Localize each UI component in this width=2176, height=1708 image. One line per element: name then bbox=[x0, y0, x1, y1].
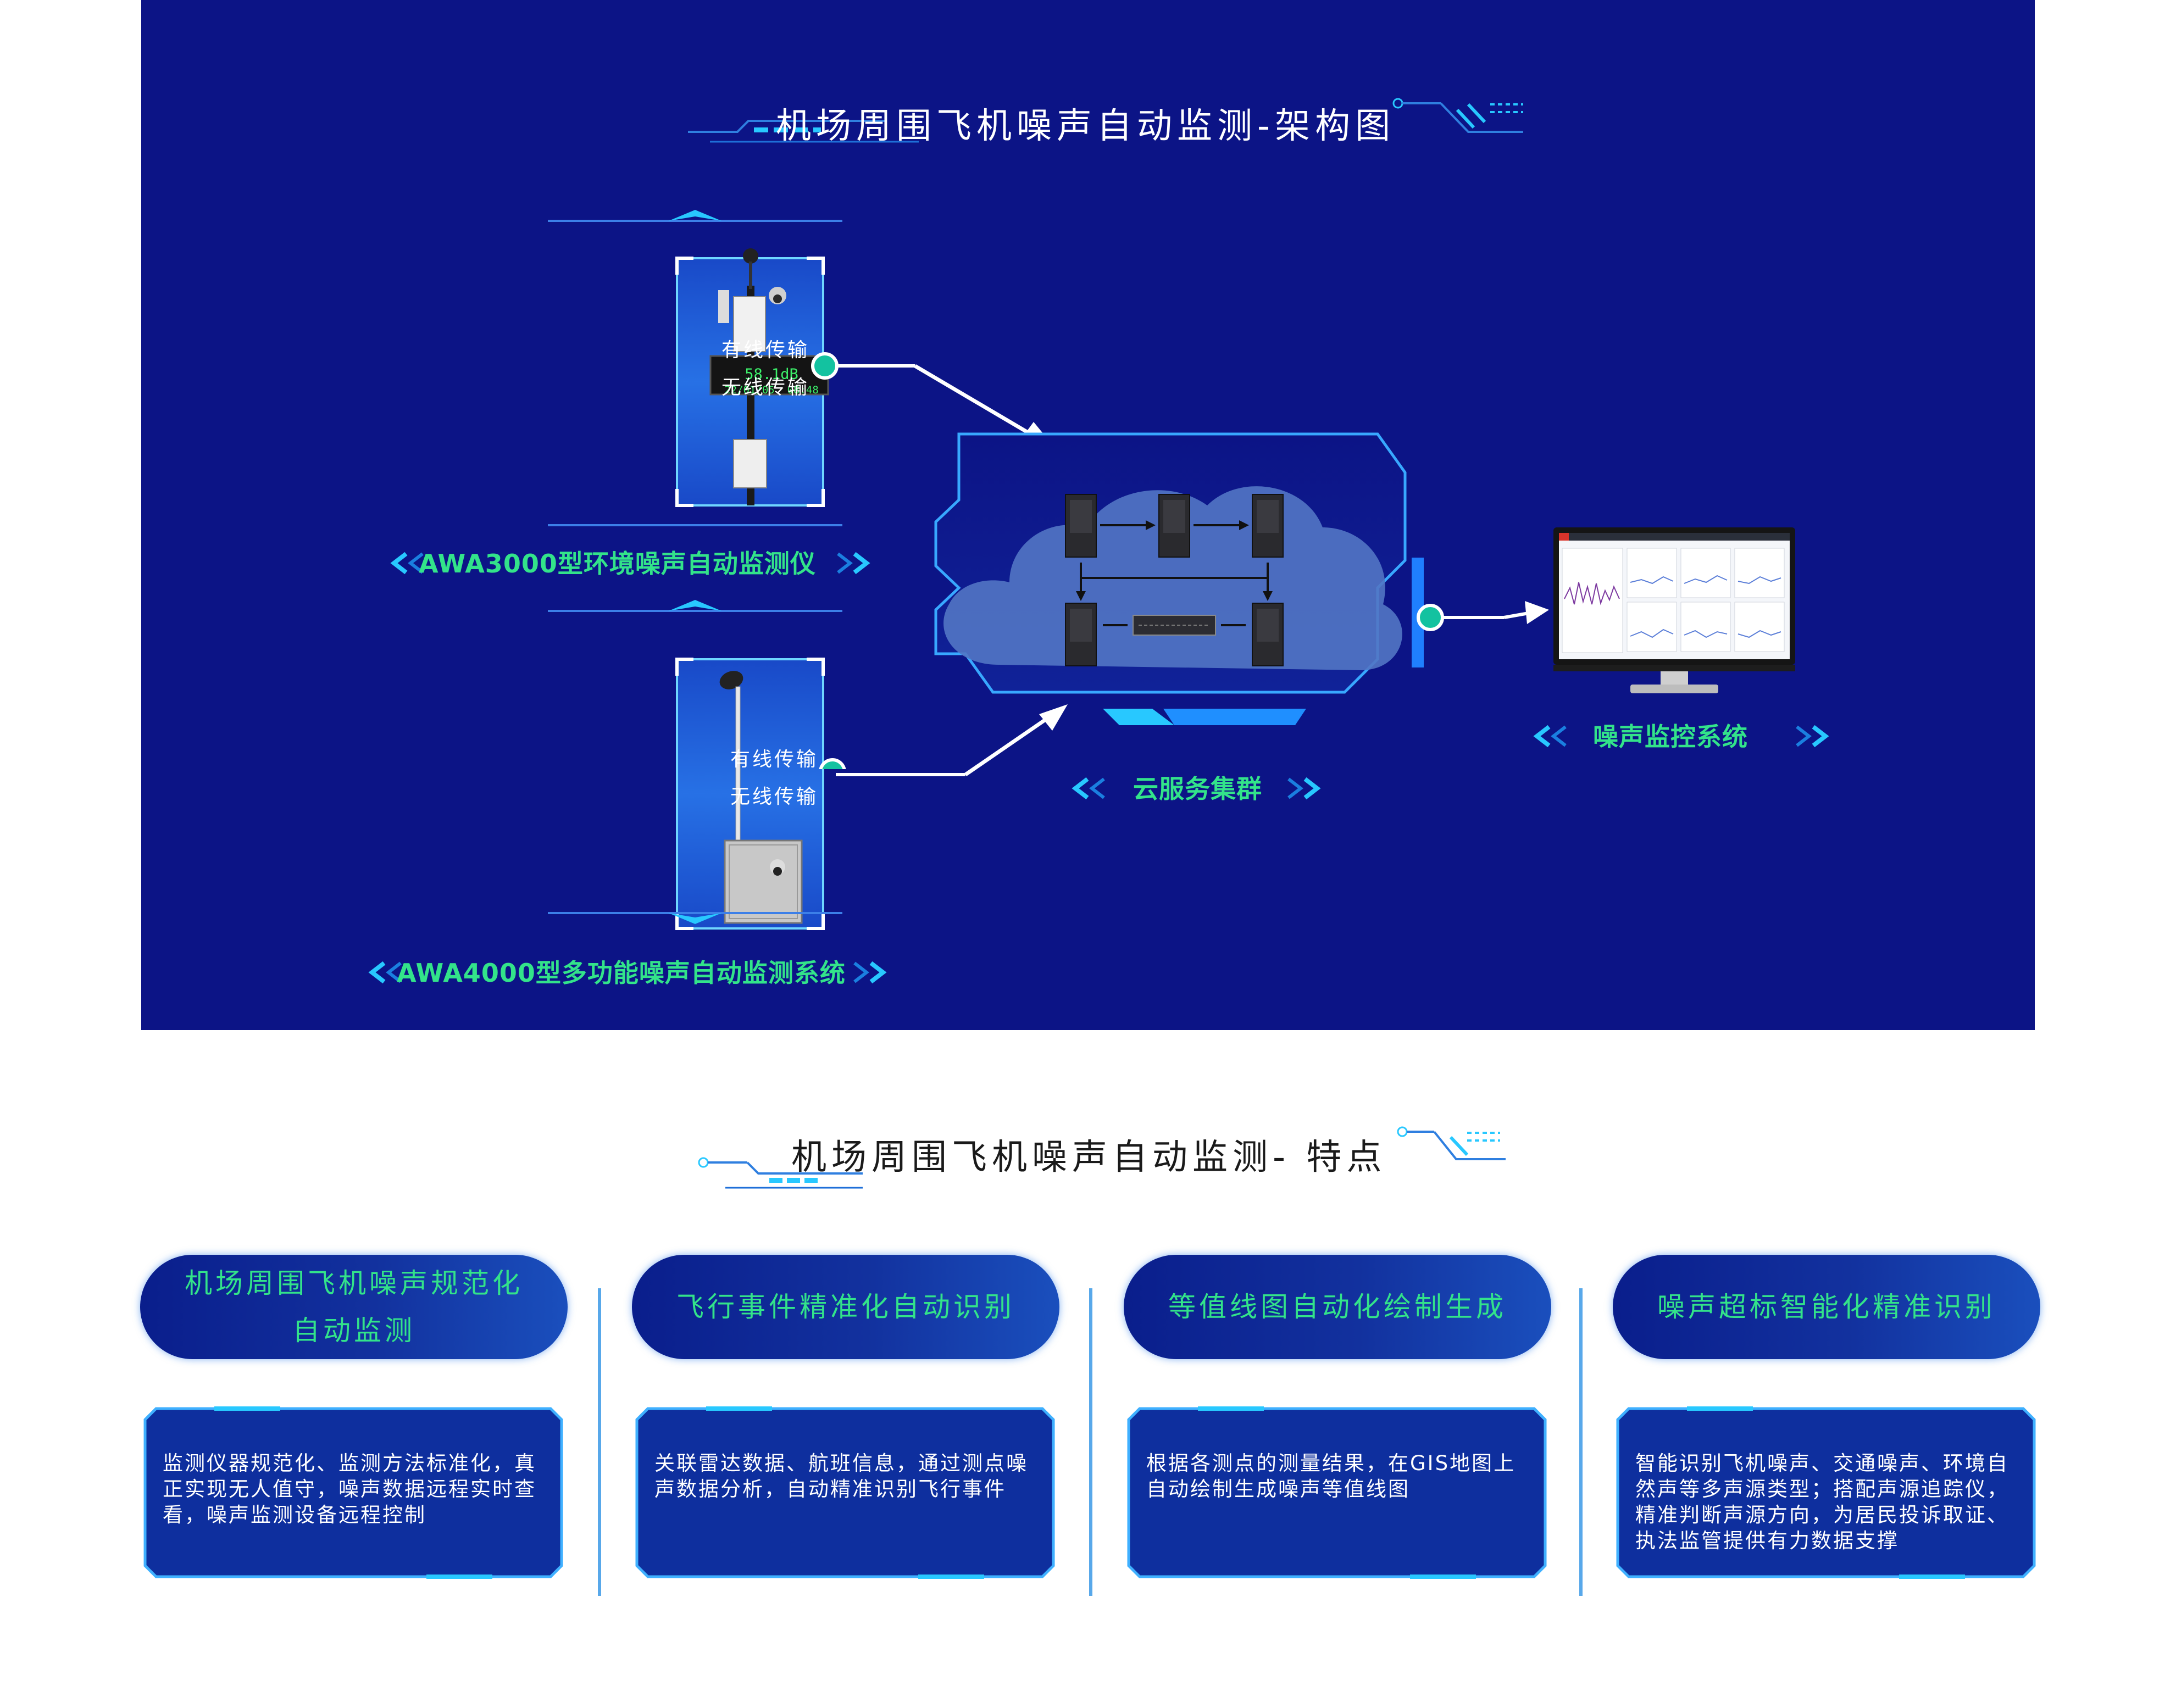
title-circuit-right-decoration bbox=[1392, 98, 1523, 133]
chevron-right-icon bbox=[1796, 725, 1829, 748]
chevron-left-icon bbox=[1533, 725, 1567, 748]
title-circuit-left-decoration bbox=[688, 120, 919, 143]
noise-monitor-screen bbox=[1553, 527, 1795, 693]
awa3000-label: AWA3000型环境噪声自动监测仪 bbox=[419, 549, 816, 578]
card-frame bbox=[1616, 1406, 2036, 1579]
feature-2-description: 关联雷达数据、航班信息，通过测点噪声数据分析，自动精准识别飞行事件 bbox=[654, 1451, 1028, 1501]
architecture-title: 机场周围飞机噪声自动监测-架构图 bbox=[776, 106, 1396, 147]
transmission-arrow-bottom bbox=[836, 704, 1068, 776]
bottom-wired-label: 有线传输 bbox=[730, 748, 819, 771]
features-title-right-decoration bbox=[1397, 1126, 1506, 1160]
feature-4-title-pill: 噪声超标智能化精准识别 bbox=[1613, 1255, 2040, 1359]
column-divider bbox=[598, 1288, 601, 1596]
cloud-server-cluster bbox=[934, 432, 1424, 725]
feature-3-card: 根据各测点的测量结果，在GIS地图上自动绘制生成噪声等值线图 bbox=[1126, 1406, 1547, 1579]
features-title: 机场周围飞机噪声自动监测- 特点 bbox=[791, 1137, 1387, 1178]
chevron-right-icon bbox=[1287, 777, 1321, 800]
led-datetime: 22/01/05 08:48 bbox=[724, 384, 819, 396]
top-wireless-label: 无线传输 bbox=[721, 376, 810, 399]
top-wired-label: 有线传输 bbox=[721, 339, 810, 361]
architecture-panel: 机场周围飞机噪声自动监测-架构图 bbox=[141, 0, 2035, 1030]
awa4000-label: AWA4000型多功能噪声自动监测系统 bbox=[397, 958, 846, 988]
feature-1-description: 监测仪器规范化、监测方法标准化，真正实现无人值守，噪声数据远程实时查看，噪声监测… bbox=[163, 1451, 536, 1527]
feature-2-title-pill: 飞行事件精准化自动识别 bbox=[632, 1255, 1059, 1359]
chevron-left-icon bbox=[1072, 777, 1105, 800]
card-frame bbox=[143, 1406, 563, 1579]
chevron-right-icon bbox=[837, 552, 870, 575]
feature-4-description: 智能识别飞机噪声、交通噪声、环境自然声等多声源类型；搭配声源追踪仪，精准判断声源… bbox=[1635, 1451, 2009, 1553]
feature-2-card: 关联雷达数据、航班信息，通过测点噪声数据分析，自动精准识别飞行事件 bbox=[635, 1406, 1056, 1579]
card-frame bbox=[635, 1406, 1055, 1579]
feature-4-card: 智能识别飞机噪声、交通噪声、环境自然声等多声源类型；搭配声源追踪仪，精准判断声源… bbox=[1616, 1406, 2036, 1579]
feature-1-title-line1: 机场周围飞机噪声规范化 bbox=[185, 1267, 523, 1299]
chevron-right-icon bbox=[853, 961, 887, 984]
cloud-to-monitor-arrow bbox=[1417, 601, 1549, 631]
chevron-left-icon bbox=[368, 961, 402, 984]
awa4000-device-frame bbox=[548, 600, 842, 930]
feature-3-description: 根据各测点的测量结果，在GIS地图上自动绘制生成噪声等值线图 bbox=[1146, 1451, 1516, 1501]
feature-1-title-line2: 自动监测 bbox=[292, 1315, 415, 1347]
feature-1-card: 监测仪器规范化、监测方法标准化，真正实现无人值守，噪声数据远程实时查看，噪声监测… bbox=[143, 1406, 564, 1579]
awa3000-device-frame bbox=[548, 210, 842, 526]
server-tower bbox=[1065, 494, 1097, 558]
feature-1-title-pill: 机场周围飞机噪声规范化 自动监测 bbox=[140, 1255, 568, 1359]
cloud-label: 云服务集群 bbox=[1133, 774, 1262, 804]
column-divider bbox=[1089, 1288, 1092, 1596]
feature-4-title: 噪声超标智能化精准识别 bbox=[1657, 1291, 1996, 1323]
card-frame bbox=[1127, 1406, 1547, 1579]
monitor-label: 噪声监控系统 bbox=[1593, 722, 1748, 752]
awa4000-frame-bottom-decoration bbox=[548, 912, 842, 924]
feature-2-title: 飞行事件精准化自动识别 bbox=[676, 1291, 1015, 1323]
bottom-wireless-label: 无线传输 bbox=[730, 786, 819, 808]
features-title-left-decoration bbox=[698, 1157, 863, 1189]
feature-3-title: 等值线图自动化绘制生成 bbox=[1168, 1291, 1507, 1323]
feature-3-title-pill: 等值线图自动化绘制生成 bbox=[1124, 1255, 1551, 1359]
chevron-left-icon bbox=[390, 552, 424, 575]
led-noise-value: 58.1dB bbox=[745, 366, 798, 383]
column-divider bbox=[1579, 1288, 1583, 1596]
